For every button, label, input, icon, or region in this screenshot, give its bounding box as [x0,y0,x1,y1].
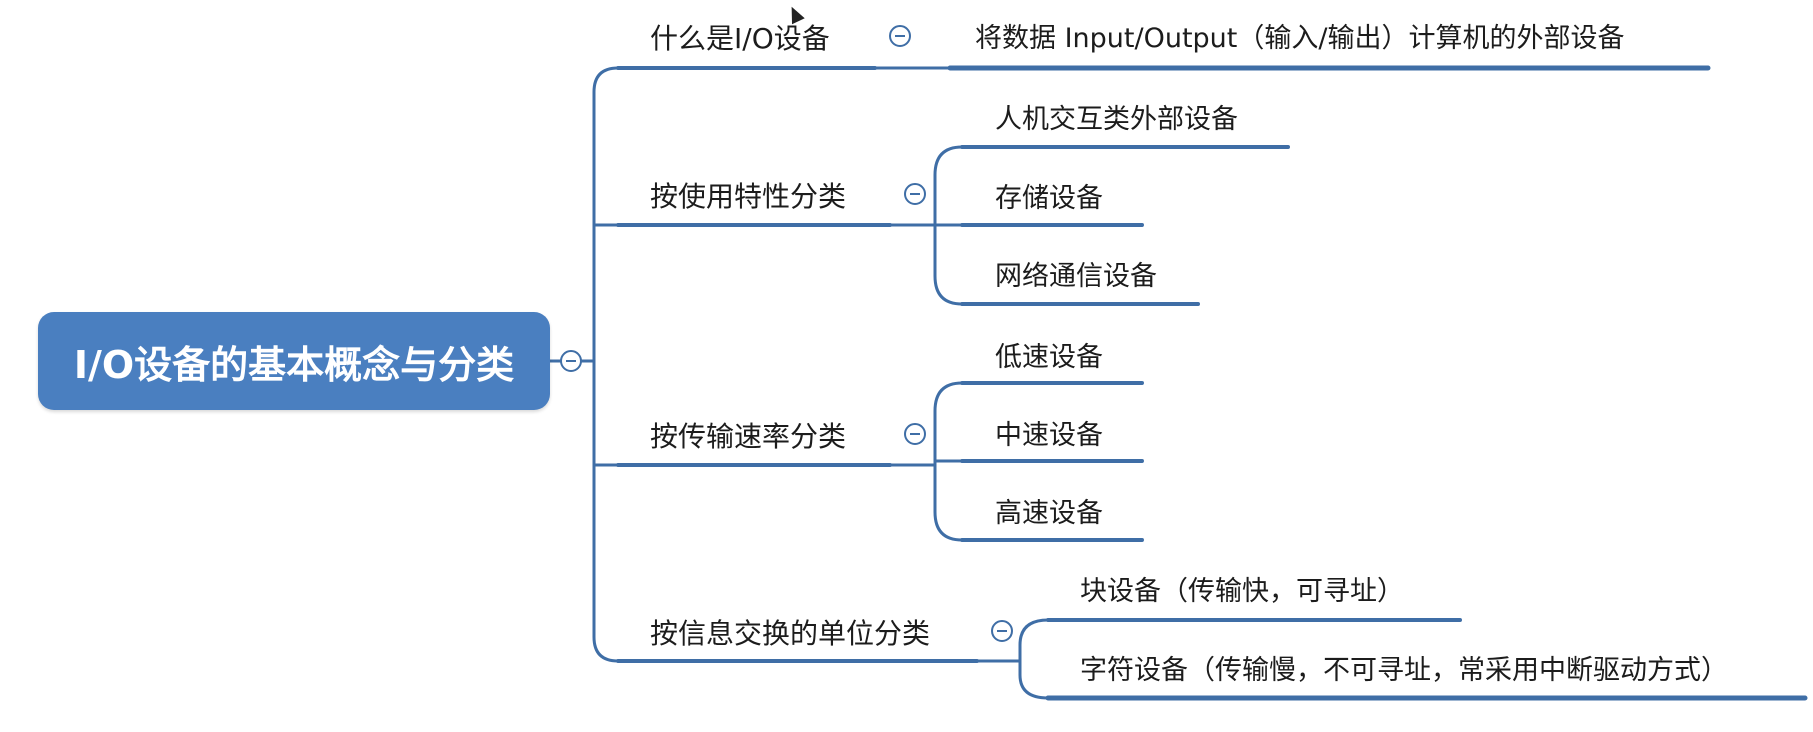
branch-by-usage[interactable]: 按使用特性分类 [650,180,847,213]
trunk-vertical [592,66,620,663]
node-io-definition[interactable]: 将数据 Input/Output（输入/输出）计算机的外部设备 [975,23,1625,54]
branch-by-speed[interactable]: 按传输速率分类 [650,420,847,453]
fork-b4 [1018,618,1050,700]
branch-3-collapse-icon[interactable] [904,423,926,445]
root-collapse-icon[interactable] [560,350,582,372]
node-mid-speed[interactable]: 中速设备 [995,420,1103,451]
node-block-devices[interactable]: 块设备（传输快，可寻址） [1080,576,1404,607]
node-hci-devices[interactable]: 人机交互类外部设备 [995,104,1238,135]
node-storage-devices[interactable]: 存储设备 [995,183,1103,214]
node-high-speed[interactable]: 高速设备 [995,498,1103,529]
branch-2-collapse-icon[interactable] [904,183,926,205]
node-network-devices[interactable]: 网络通信设备 [995,261,1157,292]
branch-1-collapse-icon[interactable] [889,25,911,47]
root-node-label: I/O设备的基本概念与分类 [73,342,515,387]
root-node[interactable]: I/O设备的基本概念与分类 [38,312,550,410]
node-char-devices[interactable]: 字符设备（传输慢，不可寻址，常采用中断驱动方式） [1080,655,1728,686]
branch-what-is-io[interactable]: 什么是I/O设备 [650,22,830,55]
node-low-speed[interactable]: 低速设备 [995,342,1103,373]
branch-by-transfer-unit[interactable]: 按信息交换的单位分类 [650,617,931,650]
branch-4-collapse-icon[interactable] [991,620,1013,642]
